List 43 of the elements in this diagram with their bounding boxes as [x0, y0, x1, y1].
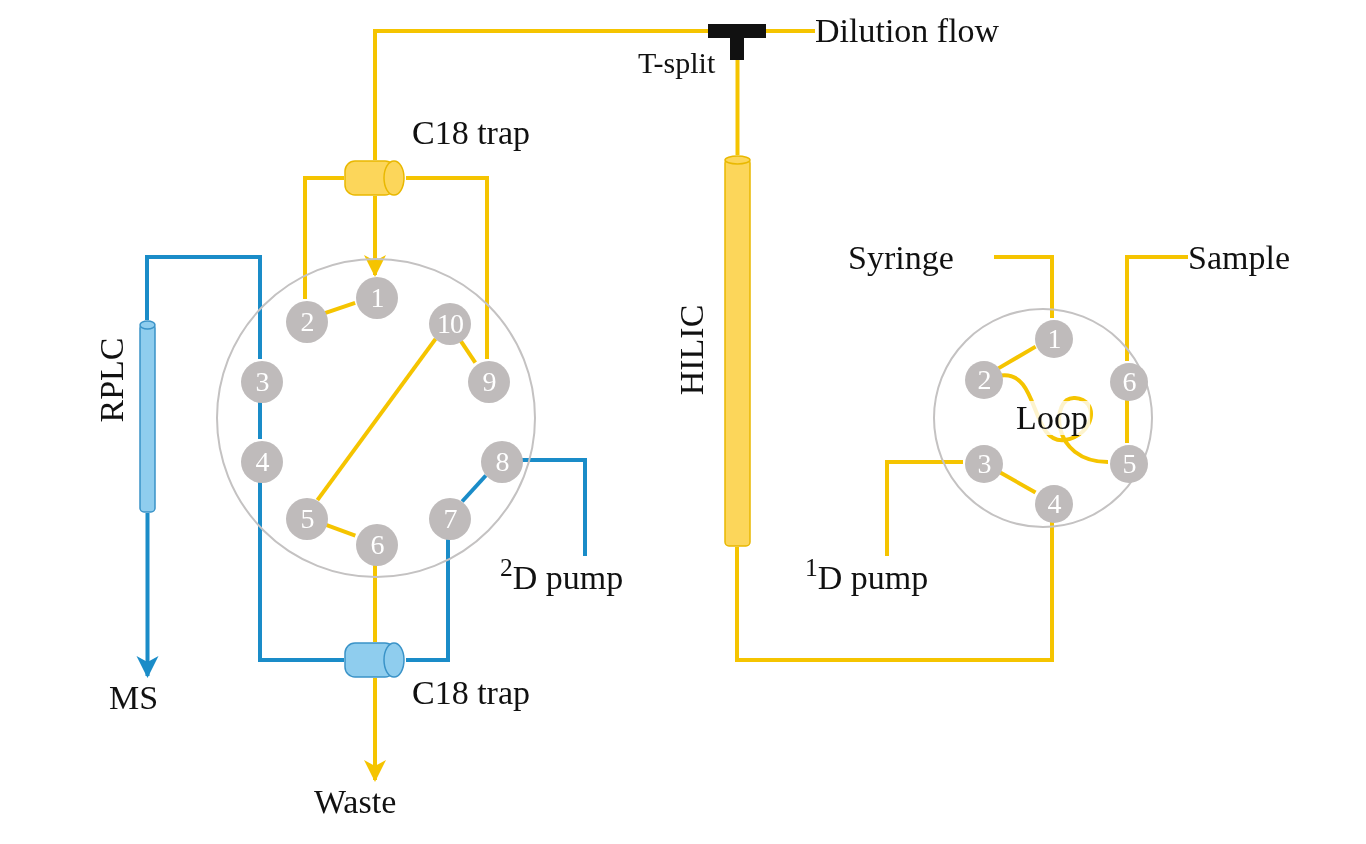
tubing-line	[1125, 255, 1188, 361]
component-label: RPLC	[95, 337, 129, 423]
tubing-line	[145, 255, 262, 359]
edge-label: Loop	[1014, 401, 1090, 435]
component-label: HILIC	[675, 304, 709, 396]
tubing-line	[458, 338, 477, 364]
flow-label: $^{2}$D pump	[500, 556, 680, 600]
flow-arrow	[364, 196, 386, 277]
tubing-line	[460, 474, 488, 503]
tubing-line	[373, 29, 708, 160]
tubing-line	[735, 60, 740, 155]
flow-label: Waste	[314, 780, 436, 824]
tubing-line	[997, 344, 1037, 371]
tubing-line	[406, 538, 450, 662]
tubing-line	[766, 29, 815, 33]
tubing-line	[315, 337, 438, 502]
tubing-line	[406, 176, 489, 359]
tubing-line	[258, 401, 262, 439]
tubing-line	[373, 564, 377, 642]
flow-label: Sample	[1188, 234, 1338, 282]
component-label: C18 trap	[412, 116, 531, 150]
tubing-line	[997, 469, 1037, 495]
tubing-line	[258, 481, 344, 662]
tubing-line	[1125, 399, 1129, 443]
flow-label: Dilution flow	[815, 8, 1075, 54]
column-tube	[139, 320, 156, 513]
flow-label: MS	[109, 676, 185, 720]
tubing-line	[324, 300, 356, 316]
tubing-line	[303, 176, 344, 299]
flow-label: Syringe	[848, 234, 994, 282]
flow-arrow	[364, 678, 386, 782]
component-label: C18 trap	[412, 676, 531, 710]
tubing-line	[324, 522, 356, 538]
trap-cartridge	[344, 642, 406, 678]
flow-arrow	[136, 513, 159, 678]
tubing-line	[735, 521, 1054, 662]
flow-label: $^{1}$D pump	[805, 556, 985, 600]
tubing-line	[521, 458, 587, 556]
column-tube	[724, 155, 751, 547]
tubing-line	[885, 460, 963, 556]
tubing-line	[994, 255, 1054, 318]
component-label: T-split	[638, 48, 716, 78]
trap-cartridge	[344, 160, 406, 196]
